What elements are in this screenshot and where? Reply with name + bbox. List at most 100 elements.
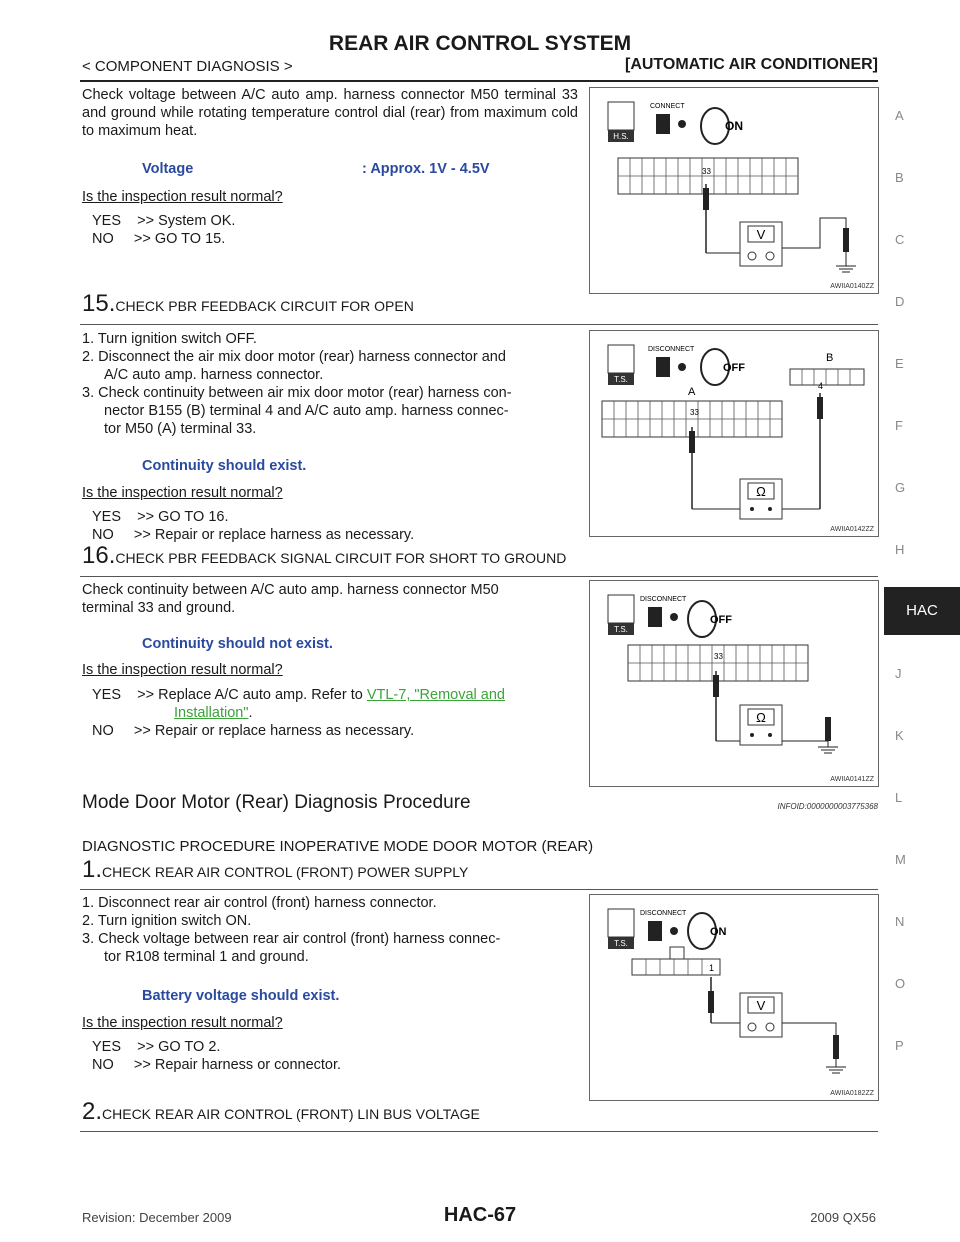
svg-text:4: 4: [818, 381, 823, 391]
side-tab-l[interactable]: L: [895, 790, 903, 805]
step15-no: NO >> Repair or replace harness as neces…: [92, 527, 415, 543]
step15-item-2: 2. Disconnect the air mix door motor (re…: [82, 349, 506, 365]
svg-text:OFF: OFF: [723, 362, 745, 374]
figure-code: AWIIA0140ZZ: [830, 283, 874, 290]
footer-revision: Revision: December 2009: [82, 1210, 232, 1225]
short-ground-diagram: T.S. DISCONNECT OFF 33 Ω: [607, 594, 838, 754]
side-tab-f[interactable]: F: [895, 418, 903, 433]
voltage-check-diagram: H.S. CONNECT ON 33 V: [607, 101, 856, 273]
svg-text:V: V: [757, 227, 766, 242]
figure-short-ground: T.S. DISCONNECT OFF 33 Ω AWIIA0141ZZ: [589, 580, 879, 787]
breadcrumb: < COMPONENT DIAGNOSIS >: [82, 58, 293, 75]
step16-no: NO >> Repair or replace harness as neces…: [92, 723, 415, 739]
step15-heading: 15.CHECK PBR FEEDBACK CIRCUIT FOR OPEN: [82, 290, 414, 317]
procedure-subheading: DIAGNOSTIC PROCEDURE INOPERATIVE MODE DO…: [82, 838, 594, 855]
step1-heading: 1.CHECK REAR AIR CONTROL (FRONT) POWER S…: [82, 856, 469, 883]
step1-spec: Battery voltage should exist.: [142, 988, 340, 1004]
footer-model: 2009 QX56: [810, 1210, 876, 1225]
header-rule: [80, 80, 878, 82]
svg-text:DISCONNECT: DISCONNECT: [640, 596, 687, 603]
step15-item-2b: A/C auto amp. harness connector.: [104, 367, 324, 383]
side-tab-g[interactable]: G: [895, 480, 906, 495]
svg-text:Ω: Ω: [756, 710, 766, 725]
svg-text:T.S.: T.S.: [614, 375, 628, 384]
step14-question: Is the inspection result normal?: [82, 189, 283, 205]
side-tab-o[interactable]: O: [895, 976, 906, 991]
side-tab-hac[interactable]: HAC: [884, 587, 960, 635]
svg-text:Ω: Ω: [756, 484, 766, 499]
step15-rule: [80, 324, 878, 325]
svg-text:33: 33: [690, 408, 699, 417]
step16-yes-cont: Installation".: [174, 705, 253, 721]
side-tab-e[interactable]: E: [895, 356, 904, 371]
step16-heading: 16.CHECK PBR FEEDBACK SIGNAL CIRCUIT FOR…: [82, 542, 567, 569]
step15-spec: Continuity should exist.: [142, 458, 307, 474]
power-supply-diagram: T.S. DISCONNECT ON 1 V: [607, 908, 846, 1074]
step14-yes: YES >> System OK.: [92, 213, 236, 229]
step15-item-1: 1. Turn ignition switch OFF.: [82, 331, 257, 347]
figure-voltage-check: H.S. CONNECT ON 33 V AWIIA0140ZZ: [589, 87, 879, 294]
step14-text: Check voltage between A/C auto amp. harn…: [82, 87, 578, 139]
side-tab-k[interactable]: K: [895, 728, 904, 743]
svg-text:CONNECT: CONNECT: [650, 103, 685, 110]
figure-code: AWIIA0142ZZ: [830, 526, 874, 533]
step16-text-2: terminal 33 and ground.: [82, 600, 236, 616]
step14-spec-label: Voltage: [142, 161, 194, 177]
side-tab-p[interactable]: P: [895, 1038, 904, 1053]
step15-yes: YES >> GO TO 16.: [92, 509, 229, 525]
step15-item-3: 3. Check continuity between air mix door…: [82, 385, 512, 401]
svg-text:T.S.: T.S.: [614, 625, 628, 634]
side-tab-h[interactable]: H: [895, 542, 905, 557]
section-heading: Mode Door Motor (Rear) Diagnosis Procedu…: [82, 792, 471, 813]
side-tab-j[interactable]: J: [895, 666, 902, 681]
section-label: [AUTOMATIC AIR CONDITIONER]: [624, 56, 878, 73]
step14-spec-value: : Approx. 1V - 4.5V: [362, 161, 490, 177]
step1-rule: [80, 889, 878, 890]
step2-heading: 2.CHECK REAR AIR CONTROL (FRONT) LIN BUS…: [82, 1098, 480, 1125]
svg-text:33: 33: [714, 652, 723, 661]
side-tab-n[interactable]: N: [895, 914, 905, 929]
side-tab-d[interactable]: D: [895, 294, 905, 309]
step2-rule: [80, 1131, 878, 1132]
step1-question: Is the inspection result normal?: [82, 1015, 283, 1031]
svg-text:V: V: [757, 998, 766, 1013]
figure-continuity-open: T.S. DISCONNECT OFF B 4 A 33 Ω AWIIA0142…: [589, 330, 879, 537]
link-vtl7[interactable]: VTL-7, "Removal and: [366, 687, 505, 703]
step1-item-1: 1. Disconnect rear air control (front) h…: [82, 895, 437, 911]
step15-item-3c: tor M50 (A) terminal 33.: [104, 421, 257, 437]
step16-yes: YES >> Replace A/C auto amp. Refer to VT…: [92, 687, 505, 703]
svg-text:T.S.: T.S.: [614, 939, 628, 948]
step1-item-2: 2. Turn ignition switch ON.: [82, 913, 252, 929]
step16-rule: [80, 576, 878, 577]
side-tab-c[interactable]: C: [895, 232, 905, 247]
figure-code: AWIIA0182ZZ: [830, 1090, 874, 1097]
side-tab-b[interactable]: B: [895, 170, 904, 185]
side-tab-m[interactable]: M: [895, 852, 906, 867]
step14-no: NO >> GO TO 15.: [92, 231, 226, 247]
step1-item-3: 3. Check voltage between rear air contro…: [82, 931, 501, 947]
page-title: REAR AIR CONTROL SYSTEM: [328, 32, 632, 55]
step1-yes: YES >> GO TO 2.: [92, 1039, 221, 1055]
step1-no: NO >> Repair harness or connector.: [92, 1057, 342, 1073]
figure-power-supply: T.S. DISCONNECT ON 1 V AWIIA0182ZZ: [589, 894, 879, 1101]
figure-code: AWIIA0141ZZ: [830, 776, 874, 783]
page-number: HAC-67: [443, 1204, 517, 1226]
svg-text:OFF: OFF: [710, 614, 732, 626]
svg-text:H.S.: H.S.: [613, 132, 629, 141]
info-id: INFOID:0000000003775368: [777, 802, 878, 811]
svg-text:B: B: [826, 352, 833, 364]
svg-text:1: 1: [709, 963, 714, 973]
continuity-open-diagram: T.S. DISCONNECT OFF B 4 A 33 Ω: [601, 344, 865, 520]
step1-item-3b: tor R108 terminal 1 and ground.: [104, 949, 309, 965]
side-tab-a[interactable]: A: [895, 108, 904, 123]
svg-text:ON: ON: [725, 119, 743, 133]
step16-question: Is the inspection result normal?: [82, 662, 283, 678]
step16-text-1: Check continuity between A/C auto amp. h…: [82, 582, 499, 598]
svg-text:33: 33: [702, 167, 711, 176]
link-vtl7-cont[interactable]: Installation": [174, 705, 249, 721]
step16-spec: Continuity should not exist.: [142, 636, 333, 652]
svg-text:DISCONNECT: DISCONNECT: [640, 910, 687, 917]
svg-text:DISCONNECT: DISCONNECT: [648, 346, 695, 353]
step15-item-3b: nector B155 (B) terminal 4 and A/C auto …: [104, 403, 509, 419]
svg-text:ON: ON: [710, 926, 727, 938]
